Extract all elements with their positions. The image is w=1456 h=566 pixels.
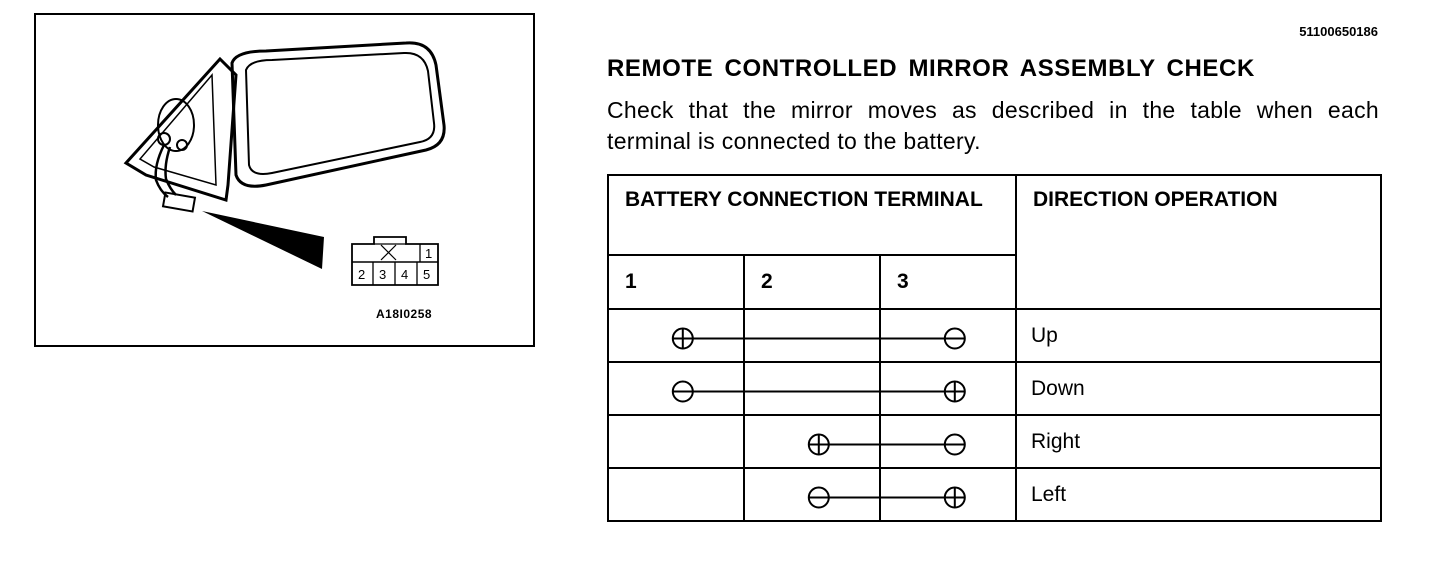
connector-pin-diagram: 1 2 3 4 5 [351, 236, 439, 286]
leader-pointer [202, 211, 324, 269]
pin-label-3: 3 [379, 267, 386, 282]
mirror-figure: 1 2 3 4 5 A18I0258 [34, 13, 535, 347]
pin-label-5: 5 [423, 267, 430, 282]
table-row: Down [607, 361, 1382, 416]
pin-label-1: 1 [425, 246, 432, 261]
operation-up: Up [1015, 308, 1382, 363]
operation-down: Down [1015, 361, 1382, 416]
operation-left: Left [1015, 467, 1382, 522]
terminal-header-2: 2 [743, 254, 881, 310]
pin-label-2: 2 [358, 267, 365, 282]
document-id: 51100650186 [1299, 24, 1378, 39]
instruction-text: Check that the mirror moves as described… [607, 97, 1379, 154]
operation-right: Right [1015, 414, 1382, 469]
terminal-header-3: 3 [879, 254, 1017, 310]
table-row: Up [607, 308, 1382, 363]
table-row: Right [607, 414, 1382, 469]
check-table: BATTERY CONNECTION TERMINAL DIRECTION OP… [607, 174, 1382, 522]
figure-caption: A18I0258 [376, 307, 433, 321]
header-battery-connection: BATTERY CONNECTION TERMINAL [607, 174, 1017, 256]
table-row: Left [607, 467, 1382, 522]
mirror-base [123, 56, 238, 202]
terminal-header-1: 1 [607, 254, 745, 310]
mirror-illustration: 1 2 3 4 5 [123, 41, 446, 286]
mirror-housing [230, 41, 446, 188]
page-title: REMOTE CONTROLLED MIRROR ASSEMBLY CHECK [607, 55, 1255, 82]
pin-label-4: 4 [401, 267, 408, 282]
header-direction-operation: DIRECTION OPERATION [1015, 174, 1382, 310]
mirror-glass [244, 51, 436, 175]
